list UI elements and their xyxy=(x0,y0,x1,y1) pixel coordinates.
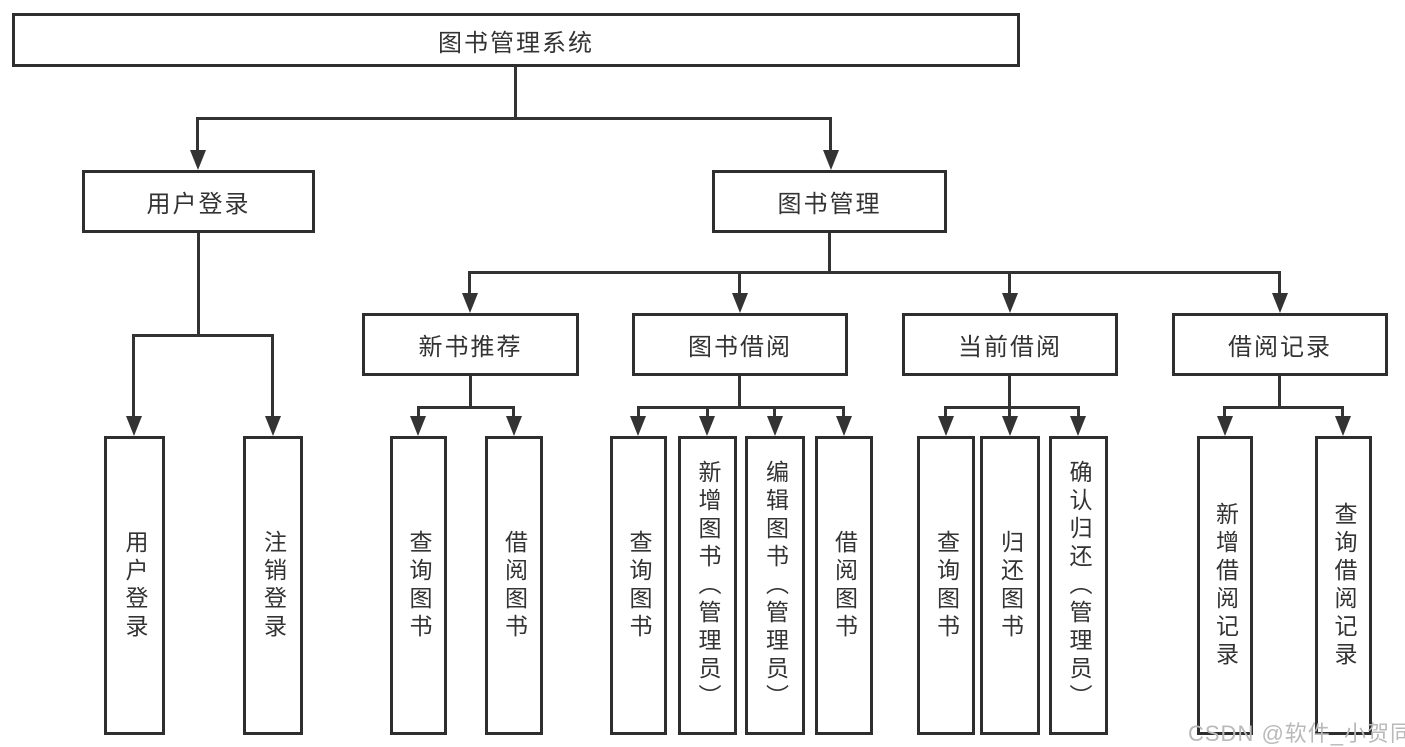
leaf-return-book: 归还图书 xyxy=(980,436,1040,735)
leaf-confirm-return-admin: 确认归还（管理员） xyxy=(1049,436,1108,735)
node-borrow-records: 借阅记录 xyxy=(1172,313,1388,376)
arrow-down-icon xyxy=(732,293,748,313)
leaf-logout: 注销登录 xyxy=(243,436,303,735)
arrow-down-icon xyxy=(126,416,142,436)
node-user-login: 用户登录 xyxy=(82,170,315,233)
leaf-user-login-label: 用户登录 xyxy=(122,529,148,642)
leaf-recommend-borrow-book-label: 借阅图书 xyxy=(501,529,528,642)
arrow-down-icon xyxy=(1272,293,1288,313)
leaf-user-login: 用户登录 xyxy=(104,436,165,735)
leaf-edit-book-admin: 编辑图书（管理员） xyxy=(745,436,805,735)
connector-line xyxy=(271,334,274,416)
connector-line xyxy=(738,376,741,408)
connector-line xyxy=(1278,271,1281,295)
leaf-borrow-book: 借阅图书 xyxy=(815,436,873,735)
node-user-login-label: 用户登录 xyxy=(146,191,251,218)
leaf-recommend-borrow-book: 借阅图书 xyxy=(485,436,543,735)
connector-line xyxy=(773,406,776,418)
arrow-down-icon xyxy=(1070,416,1086,436)
connector-line xyxy=(196,117,199,151)
connector-line xyxy=(514,67,517,118)
node-book-management-label: 图书管理 xyxy=(777,191,882,218)
arrow-down-icon xyxy=(410,416,426,436)
connector-line xyxy=(468,271,471,295)
arrow-down-icon xyxy=(190,150,206,170)
node-book-management: 图书管理 xyxy=(712,170,947,233)
connector-line xyxy=(1077,406,1080,418)
leaf-add-borrow-record: 新增借阅记录 xyxy=(1197,436,1253,735)
leaf-logout-label: 注销登录 xyxy=(260,529,287,642)
leaf-query-borrow-record: 查询借阅记录 xyxy=(1315,436,1372,735)
leaf-recommend-query-book-label: 查询图书 xyxy=(406,529,432,642)
csdn-watermark: CSDN @软件_小贺同学 xyxy=(1188,721,1405,746)
node-current-borrow-label: 当前借阅 xyxy=(958,334,1062,361)
connector-line xyxy=(417,406,515,409)
connector-line xyxy=(829,117,832,151)
connector-line xyxy=(1341,406,1344,418)
connector-line xyxy=(1008,376,1011,408)
connector-line xyxy=(1223,406,1344,409)
leaf-query-borrow-record-label: 查询借阅记录 xyxy=(1331,501,1357,670)
connector-line xyxy=(738,271,741,295)
leaf-return-book-label: 归还图书 xyxy=(997,529,1024,642)
arrow-down-icon xyxy=(823,150,839,170)
leaf-borrow-query-book: 查询图书 xyxy=(610,436,667,735)
arrow-down-icon xyxy=(265,416,281,436)
connector-line xyxy=(1223,406,1226,418)
arrow-down-icon xyxy=(699,416,715,436)
connector-line xyxy=(944,406,947,418)
node-root-label: 图书管理系统 xyxy=(438,29,594,57)
arrow-down-icon xyxy=(462,293,478,313)
arrow-down-icon xyxy=(836,416,852,436)
connector-line xyxy=(132,334,274,337)
leaf-add-book-admin: 新增图书（管理员） xyxy=(678,436,737,735)
arrow-down-icon xyxy=(1217,416,1233,436)
connector-line xyxy=(196,117,832,120)
leaf-recommend-query-book: 查询图书 xyxy=(390,436,447,735)
node-current-borrow: 当前借阅 xyxy=(902,313,1118,376)
connector-line xyxy=(512,406,515,418)
leaf-edit-book-admin-label: 编辑图书（管理员） xyxy=(762,459,789,712)
connector-line xyxy=(468,271,1281,274)
connector-line xyxy=(1278,376,1281,408)
connector-line xyxy=(637,406,845,409)
connector-line xyxy=(706,406,709,418)
node-borrow-records-label: 借阅记录 xyxy=(1228,334,1332,361)
arrow-down-icon xyxy=(938,416,954,436)
node-new-book-recommend: 新书推荐 xyxy=(362,313,579,376)
connector-line xyxy=(469,376,472,408)
leaf-add-borrow-record-label: 新增借阅记录 xyxy=(1212,501,1239,670)
connector-line xyxy=(828,233,831,273)
connector-line xyxy=(1008,406,1011,418)
node-new-book-recommend-label: 新书推荐 xyxy=(418,334,523,361)
leaf-borrow-query-book-label: 查询图书 xyxy=(626,529,652,642)
node-root: 图书管理系统 xyxy=(12,13,1020,67)
arrow-down-icon xyxy=(630,416,646,436)
arrow-down-icon xyxy=(506,416,522,436)
connector-line xyxy=(197,233,200,337)
connector-line xyxy=(842,406,845,418)
arrow-down-icon xyxy=(1002,293,1018,313)
leaf-add-book-admin-label: 新增图书（管理员） xyxy=(695,459,721,712)
leaf-current-query-book-label: 查询图书 xyxy=(933,529,960,642)
node-book-borrow-label: 图书借阅 xyxy=(688,334,792,361)
connector-line xyxy=(944,406,1080,409)
leaf-borrow-book-label: 借阅图书 xyxy=(831,529,858,642)
connector-line xyxy=(417,406,420,418)
connector-line xyxy=(637,406,640,418)
leaf-confirm-return-admin-label: 确认归还（管理员） xyxy=(1066,459,1092,712)
arrow-down-icon xyxy=(1002,416,1018,436)
arrow-down-icon xyxy=(767,416,783,436)
leaf-current-query-book: 查询图书 xyxy=(917,436,975,735)
node-book-borrow: 图书借阅 xyxy=(632,313,848,376)
connector-line xyxy=(1008,271,1011,295)
connector-line xyxy=(132,334,135,416)
arrow-down-icon xyxy=(1335,416,1351,436)
